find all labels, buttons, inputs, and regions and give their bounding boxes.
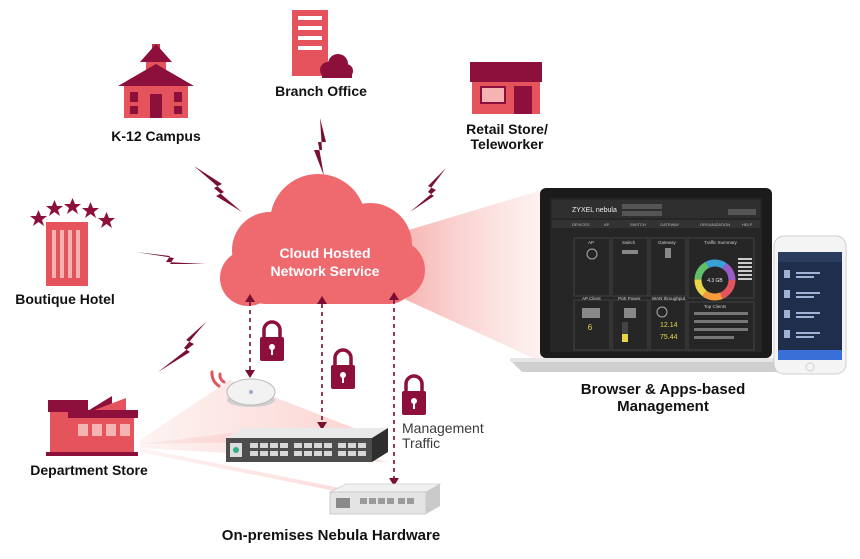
access-point-icon <box>226 378 276 407</box>
site-label-retail-2: Teleworker <box>470 136 544 152</box>
link-arrowheads <box>245 292 399 486</box>
panel-title-ap: AP <box>588 240 594 245</box>
dashboard-brand: ZYXEL nebula <box>572 207 617 214</box>
department-store-icon <box>46 396 138 456</box>
management-links <box>249 300 395 480</box>
retail-store-icon <box>470 62 542 114</box>
site-label-dept: Department Store <box>30 462 148 478</box>
site-label-branch: Branch Office <box>275 83 367 99</box>
panel-title-traffic: Traffic Summary <box>704 240 738 245</box>
bolt-k12-icon <box>194 166 242 212</box>
site-label-retail-1: Retail Store/ <box>466 121 548 137</box>
dashboard-tab: DEVICES <box>572 222 590 227</box>
boutique-hotel-icon <box>30 198 115 286</box>
cloud-label-1: Cloud Hosted <box>279 245 371 261</box>
network-switch-icon <box>226 428 388 462</box>
smartphone-icon <box>773 235 847 375</box>
cloud-to-laptop-beam <box>402 190 542 362</box>
hardware-label: On-premises Nebula Hardware <box>221 527 441 544</box>
panel-title-apclient: AP Client <box>582 296 601 301</box>
management-label-2: Traffic <box>402 435 441 451</box>
security-gateway-icon <box>329 483 442 515</box>
padlock-icon <box>402 374 426 415</box>
browser-label-1: Browser & Apps-based <box>580 381 746 398</box>
management-label-1: Management <box>402 420 484 436</box>
apclient-count: 6 <box>588 323 593 332</box>
dashboard-tab: AP <box>604 222 610 227</box>
dashboard-tab: GATEWAY <box>660 222 680 227</box>
padlock-icon <box>331 348 355 389</box>
browser-label-2: Management <box>617 398 709 415</box>
dashboard-tab: SWITCH <box>630 222 646 227</box>
lightning-bolts <box>136 118 446 372</box>
panel-title-gateway: Gateway <box>658 240 677 245</box>
bolt-hotel-icon <box>136 252 206 264</box>
cloud-label-2: Network Service <box>270 263 380 279</box>
padlock-icon <box>260 320 284 361</box>
panel-title-topclients: Top Clients <box>704 304 727 309</box>
wifi-signal-icon <box>210 370 226 388</box>
bolt-branch-icon <box>314 118 326 176</box>
dashboard-tab: HELP <box>742 222 753 227</box>
branch-office-icon <box>292 10 353 78</box>
panel-title-wan: WAN throughput <box>652 296 686 301</box>
bolt-retail-icon <box>410 168 446 212</box>
wan-up-value: 12.14 <box>660 322 678 329</box>
cloud-shape <box>220 174 425 306</box>
bolt-dept-icon <box>158 322 206 372</box>
wan-down-value: 75.44 <box>660 334 678 341</box>
panel-title-switch: Switch <box>622 240 636 245</box>
dashboard-screen <box>552 200 760 351</box>
panel-title-poe: PoE Power <box>618 296 641 301</box>
site-label-k12: K-12 Campus <box>111 128 201 144</box>
k12-campus-icon <box>118 44 194 118</box>
donut-value: 4.3 GB <box>707 278 723 284</box>
site-label-hotel: Boutique Hotel <box>15 291 115 307</box>
dashboard-tab: ORGANIZATION <box>700 222 730 227</box>
